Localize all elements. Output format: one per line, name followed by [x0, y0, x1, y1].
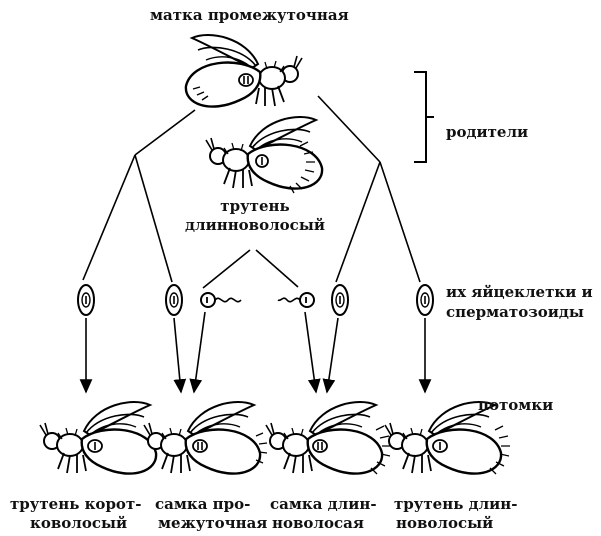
queen-bee-icon — [186, 35, 302, 107]
drone-parent-label-2: длинноволосый — [180, 216, 330, 234]
offspring-female-long-hair-icon — [266, 402, 382, 474]
child3-label-1: самка длин- — [270, 495, 377, 513]
sperm-cell-icon-2 — [278, 293, 314, 307]
drone-parent-icon — [206, 117, 322, 189]
egg-cell-icon-3 — [332, 285, 348, 315]
parents-bracket — [414, 72, 434, 162]
arrow-5 — [327, 318, 338, 392]
sperm-cell-icon-1 — [201, 293, 241, 307]
child4-label-2: новолосый — [396, 514, 493, 532]
child1-label-1: трутень корот- — [10, 495, 141, 513]
offspring-label: потомки — [478, 396, 553, 414]
child4-label-1: трутень длин- — [394, 495, 518, 513]
offspring-female-intermediate-icon — [144, 402, 260, 474]
egg-cell-icon-4 — [417, 285, 433, 315]
arrow-2 — [174, 318, 181, 392]
arrow-3 — [194, 312, 205, 392]
parents-label: родители — [446, 123, 528, 141]
egg-cell-icon-2 — [166, 285, 182, 315]
gametes-label-2: сперматозоиды — [446, 303, 584, 321]
gametes-label-1: их яйцеклетки и — [446, 283, 593, 301]
child1-label-2: коволосый — [30, 514, 127, 532]
offspring-drone-short-hair-icon — [40, 402, 156, 474]
arrow-4 — [305, 312, 316, 392]
egg-cell-icon-1 — [78, 285, 94, 315]
child3-label-2: новолосая — [272, 514, 364, 532]
drone-parent-label-1: трутень — [190, 197, 320, 215]
branch-lines — [83, 96, 420, 288]
child2-label-1: самка про- — [155, 495, 250, 513]
child2-label-2: межуточная — [158, 514, 267, 532]
queen-label: матка промежуточная — [150, 6, 349, 24]
